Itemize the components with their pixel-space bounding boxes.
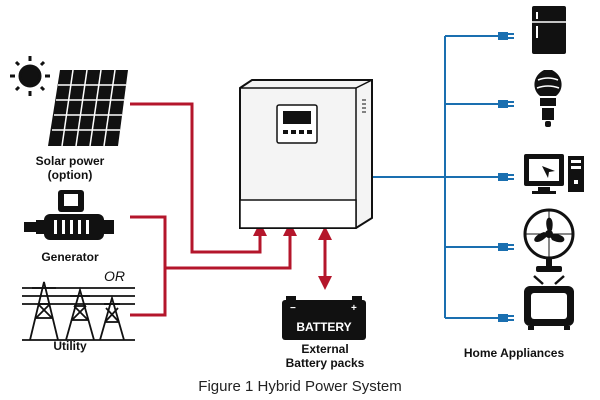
tv-icon — [524, 275, 574, 330]
or-label: OR — [104, 268, 125, 284]
solar-label: Solar power (option) — [20, 154, 120, 182]
battery-arrow-top — [318, 226, 332, 240]
utility-tower-icon — [22, 281, 135, 341]
battery-icon: − + BATTERY — [282, 296, 366, 340]
appliances-label: Home Appliances — [463, 346, 565, 360]
battery-arrow-bottom — [318, 276, 332, 290]
inverter-icon — [239, 79, 373, 229]
output-lines — [372, 35, 500, 319]
utility-label: Utility — [53, 339, 87, 353]
plug-icons — [498, 32, 514, 322]
battery-caption: External Battery packs — [270, 342, 380, 370]
fan-icon — [523, 208, 575, 272]
battery-label: BATTERY — [296, 320, 351, 334]
fridge-icon — [532, 6, 566, 54]
svg-text:−: − — [290, 303, 296, 314]
generator-icon — [24, 190, 114, 240]
computer-icon — [524, 154, 584, 194]
battery-caption-line1: External — [301, 342, 349, 356]
solar-title: Solar power — [35, 154, 105, 168]
solar-panel-icon — [48, 69, 128, 147]
solar-note: (option) — [47, 168, 93, 182]
sun-icon — [10, 56, 50, 96]
figure-caption: Figure 1 Hybrid Power System — [198, 378, 402, 395]
battery-caption-line2: Battery packs — [285, 356, 365, 370]
bulb-icon — [534, 70, 562, 127]
generator-label: Generator — [41, 250, 99, 264]
svg-text:+: + — [351, 303, 357, 314]
input-lines — [130, 102, 292, 317]
